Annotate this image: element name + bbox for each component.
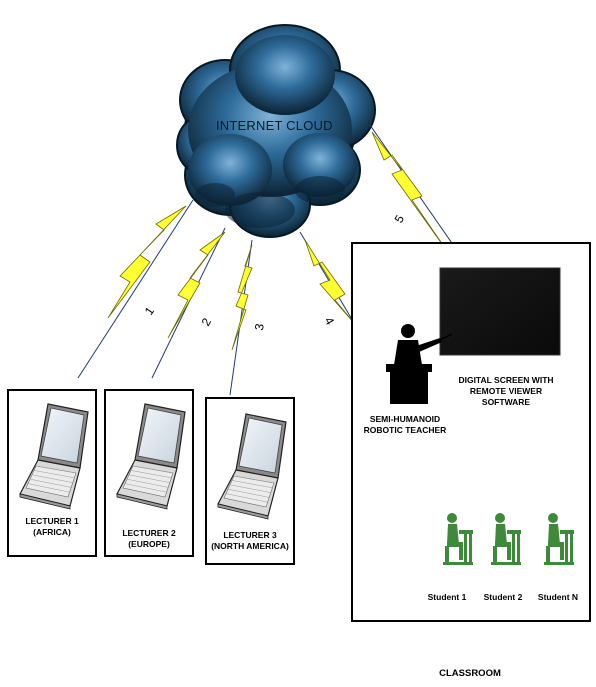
- lightning-bolts: [107, 131, 453, 351]
- lightning-icon-3: [231, 244, 253, 351]
- teacher-label-line2: ROBOTIC TEACHER: [363, 425, 447, 435]
- lightning-icon-1: [107, 205, 187, 319]
- student-1-label: Student 1: [427, 592, 467, 602]
- laptop-icon-3: [217, 413, 287, 520]
- lecturer-3-label: LECTURER 3 (NORTH AMERICA): [206, 530, 294, 552]
- lecturer-3-name: LECTURER 3: [223, 530, 277, 540]
- student-icon-1: [443, 513, 473, 565]
- digital-screen-icon: [439, 267, 561, 356]
- laptop-icon-1: [19, 403, 89, 510]
- student-icon-2: [491, 513, 521, 565]
- teacher-label-line1: SEMI-HUMANOID: [369, 414, 441, 424]
- lecturer-1-name: LECTURER 1: [25, 516, 79, 526]
- link-line-3: [229, 239, 253, 396]
- student-2-label: Student 2: [483, 592, 523, 602]
- lightning-icon-2: [167, 231, 226, 339]
- screen-label: DIGITAL SCREEN WITH REMOTE VIEWER SOFTWA…: [446, 375, 566, 408]
- internet-cloud-icon: [176, 24, 376, 238]
- lecturer-2-region: (EUROPE): [128, 539, 170, 549]
- laptops: [19, 403, 287, 520]
- lecturer-2-name: LECTURER 2: [122, 528, 176, 538]
- cloud-label: INTERNET CLOUD: [216, 118, 333, 133]
- lecturer-1-label: LECTURER 1 (AFRICA): [8, 516, 96, 538]
- laptop-icon-2: [116, 403, 186, 510]
- lecturer-2-label: LECTURER 2 (EUROPE): [105, 528, 193, 550]
- screen-label-line1: DIGITAL SCREEN WITH: [458, 375, 554, 385]
- screen-label-line2: REMOTE VIEWER SOFTWARE: [469, 386, 543, 407]
- classroom-label: CLASSROOM: [439, 668, 501, 679]
- lecturer-3-region: (NORTH AMERICA): [211, 541, 289, 551]
- students: [443, 513, 574, 565]
- lightning-icon-4: [304, 239, 361, 331]
- student-icon-3: [544, 513, 574, 565]
- robotic-teacher-icon: [386, 324, 453, 404]
- lecturer-1-region: (AFRICA): [33, 527, 71, 537]
- link-line-1: [77, 199, 194, 379]
- lightning-icon-5: [371, 131, 453, 259]
- teacher-label: SEMI-HUMANOID ROBOTIC TEACHER: [350, 414, 460, 436]
- student-n-label: Student N: [537, 592, 579, 602]
